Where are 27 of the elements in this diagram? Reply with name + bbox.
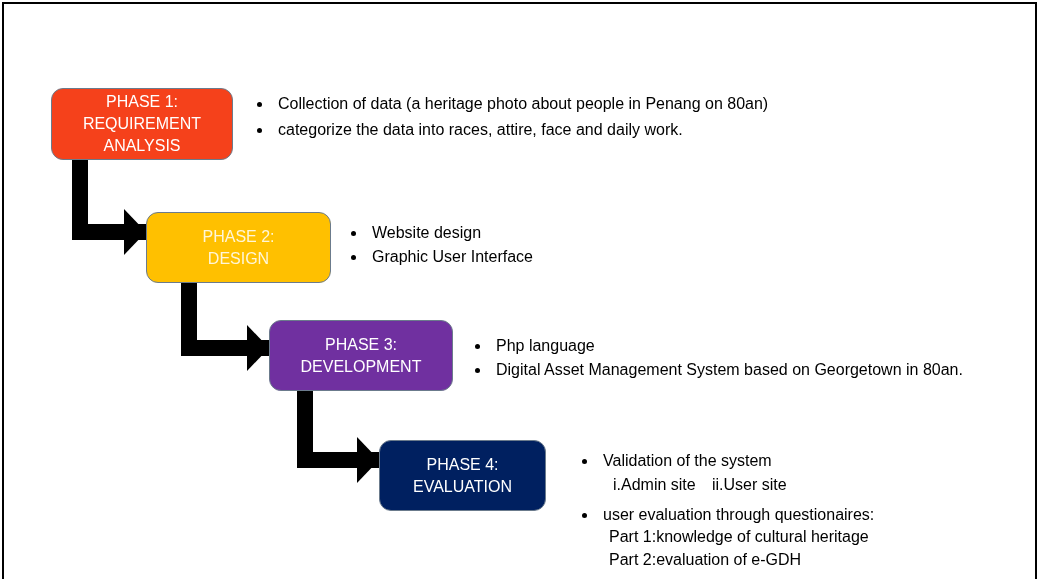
bullet-text: categorize the data into races, attire, face and daily work.: [278, 120, 683, 140]
phase-title: EVALUATION: [413, 476, 512, 497]
bullet-text: Website design: [372, 223, 482, 243]
phase-title: DEVELOPMENT: [300, 356, 422, 377]
phase-box: [146, 212, 331, 283]
bullet-text: Validation of the system: [603, 451, 772, 471]
phase-title: PHASE 4:: [426, 454, 499, 475]
bullet-text: Graphic User Interface: [372, 247, 533, 267]
sub-item-text: Part 1:knowledge of cultural heritage: [609, 527, 869, 547]
sub-item-text: Part 2:evaluation of e-GDH: [609, 550, 802, 570]
phase-box: [51, 88, 233, 160]
elbow-arrow: [297, 391, 379, 483]
bullet-text: user evaluation through questionaires:: [603, 505, 875, 525]
elbow-arrow: [181, 283, 269, 371]
phase-title: REQUIREMENT ANALYSIS: [81, 114, 203, 156]
phase-title: DESIGN: [207, 248, 270, 269]
elbow-arrow: [72, 160, 146, 255]
phase-title: PHASE 2:: [202, 226, 275, 247]
phase-box: [379, 440, 546, 511]
sub-item-text: i.Admin site: [613, 475, 696, 495]
bullet-text: Php language: [496, 336, 595, 356]
phase-box: [269, 320, 453, 391]
bullet-text: Digital Asset Management System based on Georgetown in 80an.: [496, 360, 963, 380]
phase-title: PHASE 1:: [106, 92, 178, 112]
bullet-text: Collection of data (a heritage photo about people in Penang on 80an): [278, 94, 769, 114]
phase-title: PHASE 3:: [325, 334, 397, 355]
sub-item-text: ii.User site: [712, 475, 787, 495]
